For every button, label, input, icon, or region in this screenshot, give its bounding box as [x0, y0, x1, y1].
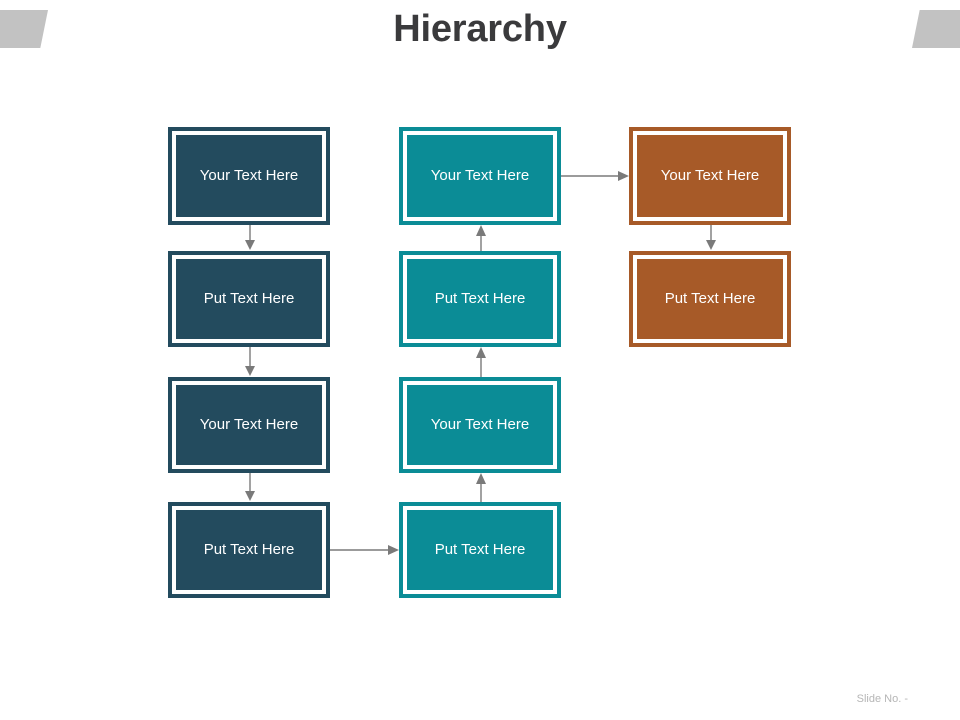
node-navy-2-label: Put Text Here — [172, 255, 326, 343]
arrow-teal-2-to-1 — [473, 225, 489, 251]
node-navy-4-label: Put Text Here — [172, 506, 326, 594]
arrow-navy-2-to-3 — [242, 347, 258, 377]
node-navy-1[interactable]: Your Text Here — [168, 127, 330, 225]
arrow-navy-1-to-2 — [242, 225, 258, 251]
node-navy-2[interactable]: Put Text Here — [168, 251, 330, 347]
node-teal-4[interactable]: Put Text Here — [399, 502, 561, 598]
arrow-teal-1-to-rust-1 — [561, 168, 630, 184]
arrow-rust-1-to-2 — [703, 225, 719, 251]
node-navy-3-label: Your Text Here — [172, 381, 326, 469]
node-teal-1[interactable]: Your Text Here — [399, 127, 561, 225]
node-rust-1-label: Your Text Here — [633, 131, 787, 221]
corner-decoration-left — [0, 10, 48, 48]
node-teal-3[interactable]: Your Text Here — [399, 377, 561, 473]
slide-number-footer: Slide No. - — [856, 693, 908, 705]
arrow-teal-3-to-2 — [473, 347, 489, 377]
page-title: Hierarchy — [393, 8, 567, 50]
node-teal-2-label: Put Text Here — [403, 255, 557, 343]
node-navy-3[interactable]: Your Text Here — [168, 377, 330, 473]
node-teal-4-label: Put Text Here — [403, 506, 557, 594]
node-teal-2[interactable]: Put Text Here — [399, 251, 561, 347]
arrow-teal-4-to-3 — [473, 473, 489, 502]
node-rust-2[interactable]: Put Text Here — [629, 251, 791, 347]
node-teal-1-label: Your Text Here — [403, 131, 557, 221]
corner-decoration-right — [912, 10, 960, 48]
node-navy-4[interactable]: Put Text Here — [168, 502, 330, 598]
node-rust-1[interactable]: Your Text Here — [629, 127, 791, 225]
node-rust-2-label: Put Text Here — [633, 255, 787, 343]
node-teal-3-label: Your Text Here — [403, 381, 557, 469]
arrow-navy-4-to-teal-4 — [330, 542, 400, 558]
node-navy-1-label: Your Text Here — [172, 131, 326, 221]
arrow-navy-3-to-4 — [242, 473, 258, 502]
